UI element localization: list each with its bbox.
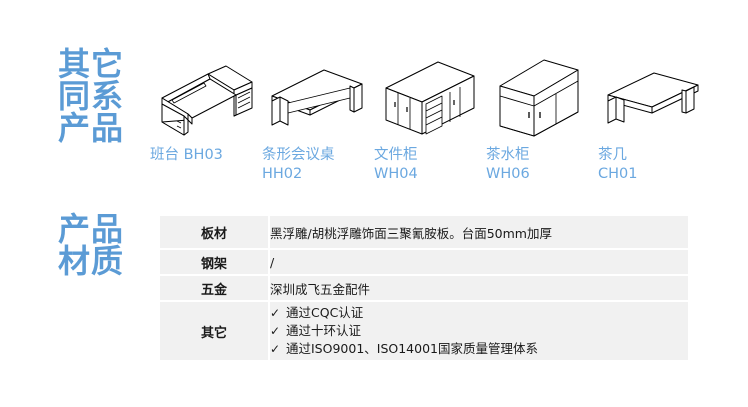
- product-label-line-2: CH01: [598, 166, 638, 182]
- tea-cabinet-icon: [486, 52, 598, 144]
- product-label-line-2: WH06: [486, 166, 530, 182]
- bar-conference-table-icon: [262, 52, 374, 144]
- product-label-line-2: HH02: [262, 166, 303, 182]
- heading-material-line-1: 产品: [58, 210, 125, 248]
- product-label-line-1: 条形会议桌: [262, 147, 335, 163]
- certification-list: ✓ 通过CQC认证 ✓ 通过十环认证 ✓ 通过ISO9001、ISO14001国家质量…: [270, 302, 688, 360]
- product-item[interactable]: 茶几 CH01: [598, 52, 710, 192]
- check-icon: ✓: [270, 306, 281, 320]
- check-icon: ✓: [270, 324, 281, 338]
- heading-material-line-2: 材质: [58, 242, 125, 280]
- heading-series-line-2: 同系: [58, 77, 125, 115]
- spec-value-other: ✓ 通过CQC认证 ✓ 通过十环认证 ✓ 通过ISO9001、ISO14001国家质量…: [270, 302, 688, 360]
- section-heading-other-series: 其它 同系 产品: [58, 48, 148, 144]
- table-row: 钢架 /: [160, 250, 688, 274]
- spec-key-steel-frame: 钢架: [160, 250, 270, 274]
- heading-series-line-3: 产品: [58, 109, 125, 147]
- spec-key-other: 其它: [160, 302, 270, 360]
- spec-key-board: 板材: [160, 216, 270, 248]
- list-item: ✓ 通过CQC认证: [270, 304, 688, 322]
- spec-value-steel-frame: /: [270, 250, 688, 274]
- tea-table-icon: [598, 52, 710, 144]
- table-row: 五金 深圳成飞五金配件: [160, 276, 688, 300]
- product-label-line-1: 茶几: [598, 147, 627, 163]
- product-label: 文件柜 WH04: [374, 146, 482, 184]
- product-list: 班台 BH03 条形会议桌 HH02: [150, 52, 710, 192]
- product-label: 茶几 CH01: [598, 146, 706, 184]
- spec-value-board: 黑浮雕/胡桃浮雕饰面三聚氰胺板。台面50mm加厚: [270, 216, 688, 248]
- product-material-table: 板材 黑浮雕/胡桃浮雕饰面三聚氰胺板。台面50mm加厚 钢架 / 五金 深圳成飞…: [160, 214, 688, 362]
- product-item[interactable]: 条形会议桌 HH02: [262, 52, 374, 192]
- product-item[interactable]: 文件柜 WH04: [374, 52, 486, 192]
- product-item[interactable]: 茶水柜 WH06: [486, 52, 598, 192]
- product-label: 班台 BH03: [150, 146, 258, 165]
- product-label-line-2: WH04: [374, 166, 418, 182]
- spec-key-hardware: 五金: [160, 276, 270, 300]
- table-row: 其它 ✓ 通过CQC认证 ✓ 通过十环认证 ✓ 通过ISO9001、ISO14001国…: [160, 302, 688, 360]
- product-item[interactable]: 班台 BH03: [150, 52, 262, 192]
- list-item: ✓ 通过ISO9001、ISO14001国家质量管理体系: [270, 340, 688, 358]
- product-label-line-1: 文件柜: [374, 147, 418, 163]
- file-cabinet-icon: [374, 52, 486, 144]
- spec-value-hardware: 深圳成飞五金配件: [270, 276, 688, 300]
- product-label-line-1: 茶水柜: [486, 147, 530, 163]
- certification-text: 通过CQC认证: [286, 305, 364, 320]
- section-heading-product-material: 产品 材质: [58, 213, 148, 277]
- product-label: 条形会议桌 HH02: [262, 146, 370, 184]
- check-icon: ✓: [270, 342, 281, 356]
- product-label-line-1: 班台 BH03: [150, 147, 223, 163]
- l-shaped-executive-desk-icon: [150, 52, 262, 144]
- product-label: 茶水柜 WH06: [486, 146, 594, 184]
- list-item: ✓ 通过十环认证: [270, 322, 688, 340]
- certification-text: 通过十环认证: [286, 323, 362, 338]
- table-row: 板材 黑浮雕/胡桃浮雕饰面三聚氰胺板。台面50mm加厚: [160, 216, 688, 248]
- heading-series-line-1: 其它: [58, 45, 125, 83]
- certification-text: 通过ISO9001、ISO14001国家质量管理体系: [286, 341, 538, 356]
